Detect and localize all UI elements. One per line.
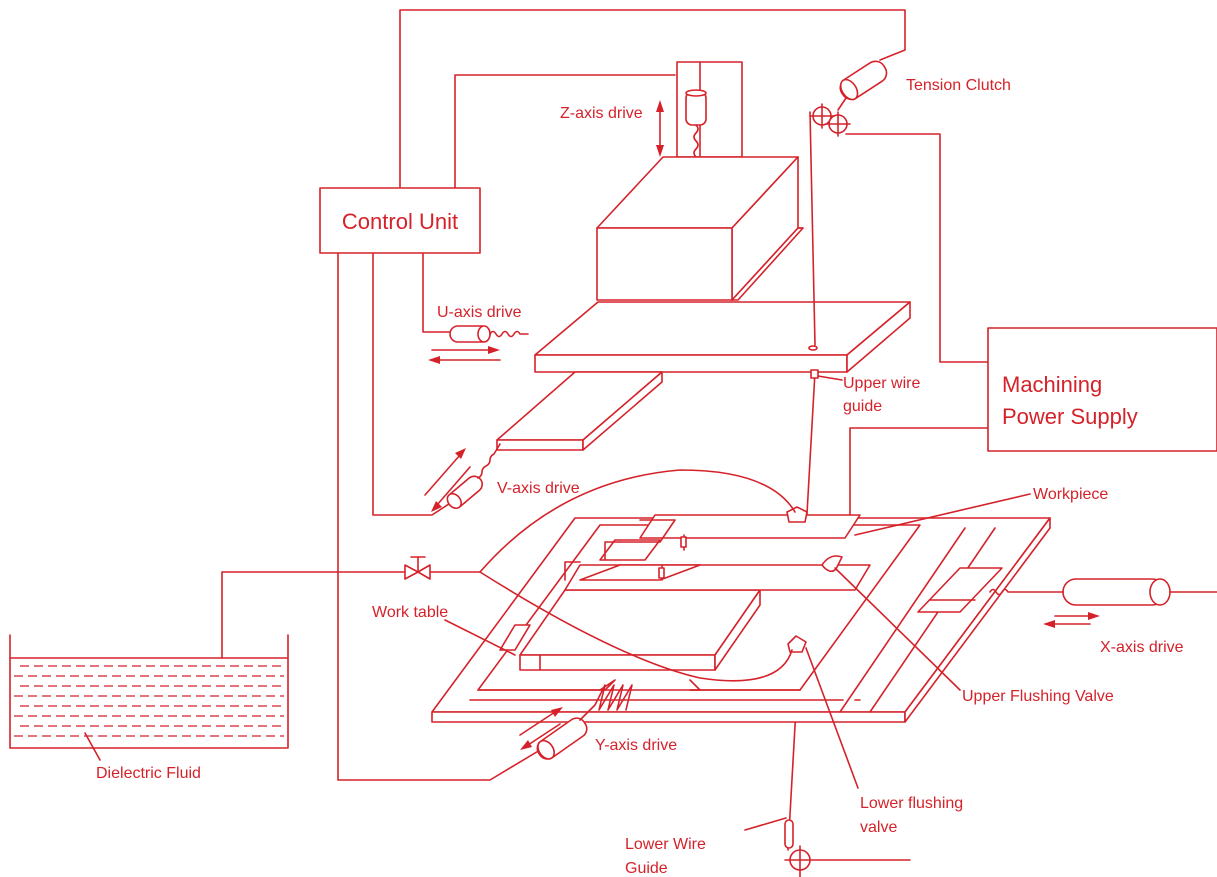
upper-arm-plate — [534, 301, 911, 373]
power-wiring — [845, 133, 989, 531]
lower-arm-plate — [496, 371, 663, 451]
v-axis-motor — [446, 443, 501, 510]
y-axis-arrow — [519, 707, 563, 750]
y-axis-drive-label: Y-axis drive — [595, 737, 677, 754]
lower-flushing-valve-pointer — [805, 647, 859, 789]
upper-wire-guide-label-line1: Upper wire — [843, 375, 920, 392]
power-supply-label-line2: Power Supply — [1002, 404, 1138, 429]
lower-wire-guide-label-line1: Lower Wire — [625, 836, 706, 853]
lower-flushing-valve-label-line1: Lower flushing — [860, 795, 963, 812]
tension-clutch — [837, 60, 888, 111]
work-table — [499, 589, 761, 671]
supply-valve-icon — [404, 556, 431, 580]
lower-wire-guide — [784, 819, 911, 877]
u-axis-drive-label: U-axis drive — [437, 304, 522, 321]
lower-flushing-valve-label-line2: valve — [860, 819, 897, 836]
upper-flushing-nozzle — [786, 506, 843, 653]
dielectric-fluid-pointer — [84, 732, 101, 761]
machining-power-supply: Machining Power Supply — [987, 327, 1217, 452]
machine-head — [596, 156, 804, 301]
x-axis-arrow — [1043, 612, 1100, 628]
z-axis-drive-label: Z-axis drive — [560, 105, 643, 122]
upper-wire-guide-label-line2: guide — [843, 398, 882, 415]
power-supply-label-line1: Machining — [1002, 372, 1102, 397]
control-wiring — [337, 9, 906, 781]
workpiece-pointer — [854, 493, 1031, 536]
x-axis-drive-label: X-axis drive — [1100, 639, 1184, 656]
v-axis-drive-label: V-axis drive — [497, 480, 580, 497]
x-axis-slot — [917, 567, 1003, 613]
upper-wire-guide-pointer — [817, 375, 843, 381]
u-axis-arrow — [428, 346, 501, 364]
upper-flushing-valve-label: Upper Flushing Valve — [962, 688, 1114, 705]
work-table-label: Work table — [372, 604, 448, 621]
control-unit-label: Control Unit — [342, 209, 458, 234]
upper-flushing-valve-pointer — [834, 567, 961, 691]
work-table-pointer — [444, 619, 516, 656]
v-axis-arrow — [424, 448, 471, 512]
lower-wire-guide-label-line2: Guide — [625, 860, 668, 877]
workpiece-label: Workpiece — [1033, 486, 1108, 503]
x-axis-motor — [989, 578, 1217, 606]
flushing-hoses — [479, 469, 796, 682]
y-axis-motor — [536, 684, 633, 760]
control-unit: Control Unit — [319, 187, 481, 254]
lower-wire-guide-pointer — [744, 817, 787, 831]
z-axis-arrow — [656, 100, 664, 157]
dielectric-tank — [9, 634, 289, 749]
upper-pulleys — [809, 103, 851, 137]
dielectric-fluid-label: Dielectric Fluid — [96, 765, 201, 782]
dielectric-supply-line — [221, 571, 481, 659]
u-axis-motor — [449, 325, 529, 343]
tension-clutch-label: Tension Clutch — [906, 77, 1011, 94]
